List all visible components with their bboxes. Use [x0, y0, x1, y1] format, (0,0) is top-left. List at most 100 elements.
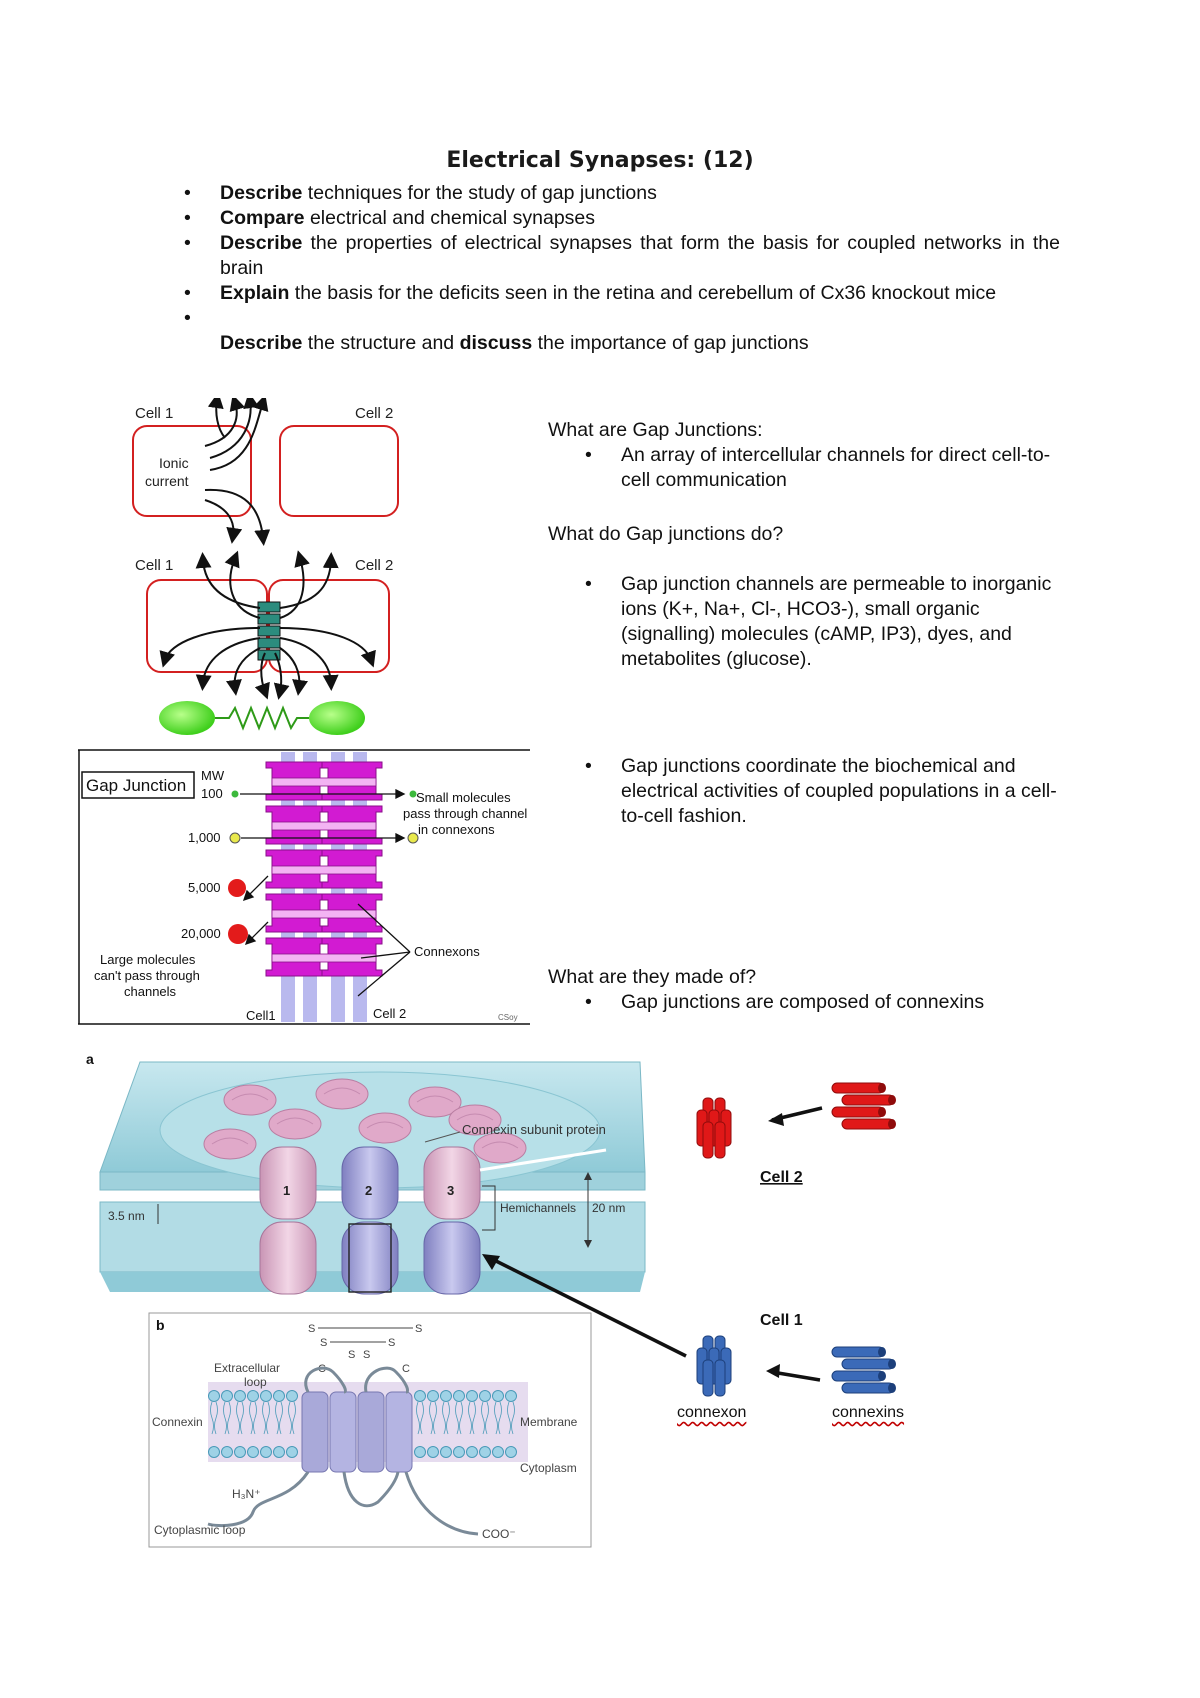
rod-end: [888, 1095, 896, 1105]
background-connexon: [408, 1086, 462, 1118]
mw-value: 100: [201, 786, 223, 801]
sulfur-label: S: [348, 1349, 355, 1361]
connexon-ridge: [416, 1095, 454, 1103]
lipid-tail: [262, 1401, 270, 1435]
lipid-head: [505, 1390, 517, 1402]
height-label: 20 nm: [592, 1201, 625, 1215]
lipid-tail: [481, 1401, 489, 1435]
connexon-pointers: [357, 903, 411, 997]
large-molecules-label: channels: [124, 984, 177, 999]
connexin-topology-figure: b S S S S S S C C Extracellular loop Con…: [148, 1312, 592, 1548]
lipid-head: [273, 1446, 285, 1458]
lipid-tail: [494, 1401, 502, 1435]
cell1-label: Cell 1: [135, 405, 173, 422]
connexin-rod: [841, 1358, 895, 1370]
molecule-passed: [409, 790, 417, 798]
sulfur-label: S: [320, 1337, 327, 1349]
lipid-head: [286, 1390, 298, 1402]
lipid-tail: [210, 1401, 218, 1435]
background-connexon: [448, 1104, 502, 1136]
answer-text: Gap junctions are composed of connexins: [621, 991, 985, 1013]
channel-3: [423, 1146, 481, 1295]
lipid-head: [286, 1446, 298, 1458]
objective-verb: Describe: [220, 232, 303, 254]
gap-junction-mw-figure: Gap Junction MW 100 1,000 5,000 20,000 S…: [78, 749, 530, 1025]
rod-end: [888, 1383, 896, 1393]
lipid-head: [492, 1390, 504, 1402]
mw-value: 20,000: [181, 926, 221, 941]
lipid-tail: [249, 1401, 257, 1435]
current-arrows: [159, 550, 376, 700]
lipid-tail: [442, 1401, 450, 1435]
lipid-tail: [416, 1401, 424, 1435]
lipid-head: [221, 1390, 233, 1402]
lipid-head: [260, 1390, 272, 1402]
lipid-head: [234, 1390, 246, 1402]
lipid-head: [492, 1446, 504, 1458]
connexins-caption-text: connexins: [832, 1404, 905, 1421]
objective-item: Describe the structure and discuss the i…: [180, 331, 1060, 356]
connexon-caption: connexon: [677, 1404, 746, 1422]
background-connexon: [203, 1128, 257, 1160]
right-column: What are Gap Junctions: •An array of int…: [548, 418, 1068, 493]
connexon-ridge: [456, 1113, 494, 1121]
objectives-list: •Describe techniques for the study of ga…: [180, 181, 1060, 356]
background-connexon: [315, 1078, 369, 1110]
background-connexon: [223, 1084, 277, 1116]
lipid-head: [479, 1446, 491, 1458]
mw-label: MW: [201, 768, 225, 783]
extracellular-loop-label: loop: [244, 1375, 267, 1389]
objective-text: the structure and: [302, 332, 460, 354]
rod-end: [878, 1347, 886, 1357]
answer-text: Gap junction channels are permeable to i…: [621, 573, 1052, 670]
lipid-tail: [275, 1401, 283, 1435]
lipid-tail: [468, 1401, 476, 1435]
panel-label-b: b: [156, 1317, 165, 1333]
cytoplasmic-loop-label: Cytoplasmic loop: [154, 1523, 246, 1537]
objective-item: •Describe techniques for the study of ga…: [180, 181, 1060, 206]
bullet: •: [184, 182, 191, 204]
molecule-20000: [228, 924, 248, 944]
connexin-rod: [831, 1106, 885, 1118]
question: What are Gap Junctions:: [548, 419, 763, 441]
bullet: •: [585, 444, 592, 466]
lipid-head: [453, 1390, 465, 1402]
resistor-model: [159, 701, 365, 735]
channel-number: 3: [447, 1183, 454, 1198]
arrow-head: [768, 1113, 784, 1126]
molecule-5000: [228, 879, 246, 897]
objective-verb: discuss: [459, 332, 533, 354]
question: What are they made of?: [548, 966, 757, 988]
connexin-assembly-figure: Cell 2 Cell 1: [696, 1082, 896, 1397]
cell2-label: Cell 2: [373, 1006, 406, 1021]
lipid-head: [427, 1390, 439, 1402]
blue-connexon-icon: [696, 1335, 732, 1397]
answer-item: •Gap junctions are composed of connexins: [548, 990, 1068, 1015]
rod-end: [888, 1119, 896, 1129]
connexin-rod: [841, 1382, 895, 1394]
lipid-head: [427, 1446, 439, 1458]
panel-label-a: a: [86, 1052, 94, 1067]
connexin-rod: [831, 1370, 885, 1382]
lipid-head: [453, 1446, 465, 1458]
question: What do Gap junctions do?: [548, 523, 784, 545]
answer-block: •Gap junction channels are permeable to …: [548, 572, 1068, 672]
molecule-100: [231, 790, 239, 798]
channel-pore: [271, 777, 377, 787]
background-connexon: [473, 1132, 527, 1164]
objective-text: the importance of gap junctions: [532, 332, 809, 354]
cell1-outline: [132, 425, 252, 517]
objective-text: the properties of electrical synapses th…: [220, 232, 1060, 279]
molecule-1000: [229, 832, 241, 844]
answer-block: •Gap junctions coordinate the biochemica…: [548, 754, 1068, 829]
channel-2: [341, 1146, 399, 1295]
hemichannels-label: Hemichannels: [500, 1201, 576, 1215]
connexon-stacks: [265, 761, 383, 977]
small-molecules-label: pass through channel: [403, 806, 527, 821]
lipid-head: [414, 1390, 426, 1402]
connexon-ridge: [366, 1121, 404, 1129]
answer-block: What are they made of? •Gap junctions ar…: [548, 965, 1068, 1015]
answer-text: Gap junctions coordinate the biochemical…: [621, 755, 1057, 827]
gap-junction-box-title: Gap Junction: [86, 776, 186, 795]
connexins-caption: connexins: [832, 1404, 904, 1422]
